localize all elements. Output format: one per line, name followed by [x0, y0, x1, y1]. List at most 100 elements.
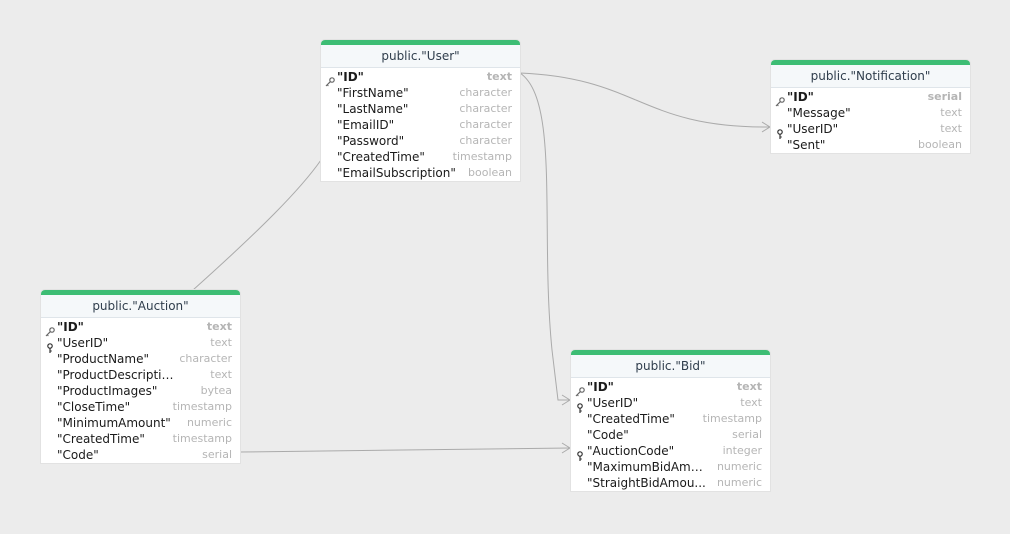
relationship-line[interactable]	[519, 72, 570, 401]
column-row[interactable]: "StraightBidAmou... numeric	[571, 475, 770, 491]
column-type: numeric	[186, 416, 232, 429]
column-type: numeric	[716, 476, 762, 489]
column-type: text	[736, 380, 762, 393]
column-type: text	[486, 70, 512, 83]
column-row[interactable]: "ID" text	[41, 319, 240, 337]
column-row[interactable]: "Code" serial	[571, 427, 770, 443]
column-name: "Sent"	[787, 138, 826, 152]
column-row[interactable]: "CloseTime"timestamp	[41, 399, 240, 415]
table-user[interactable]: public."User" "ID" text "FirstName" charact…	[321, 40, 520, 181]
column-name: "Code"	[587, 428, 629, 442]
column-row[interactable]: "ID" serial	[771, 89, 970, 107]
column-type: numeric	[716, 460, 762, 473]
foreign-key-icon	[45, 338, 55, 353]
column-type: character	[459, 134, 512, 147]
column-type: character	[179, 352, 232, 365]
column-name: "FirstName"	[337, 86, 409, 100]
column-name: "ProductName"	[57, 352, 150, 366]
relationship-line[interactable]	[239, 447, 571, 453]
column-row[interactable]: "CreatedTime"timestamp	[571, 411, 770, 427]
column-row[interactable]: "EmailSubscription"boolean	[321, 165, 520, 181]
column-name: "ID"	[787, 90, 814, 104]
column-name: "ProductImages"	[57, 384, 158, 398]
column-row[interactable]: "ProductDescription" text	[41, 367, 240, 383]
column-name: "MinimumAmount"	[57, 416, 171, 430]
table-accent-bar	[571, 350, 770, 355]
column-row[interactable]: "Password" character	[321, 133, 520, 149]
column-row[interactable]: "Code"serial	[41, 447, 240, 463]
column-type: text	[940, 106, 962, 119]
table-notification[interactable]: public."Notification" "ID" serial "Message…	[771, 60, 970, 153]
column-name: "UserID"	[787, 122, 839, 136]
column-name: "CreatedTime"	[337, 150, 425, 164]
table-title[interactable]: public."User"	[321, 45, 520, 68]
column-name: "EmailSubscription"	[337, 166, 456, 180]
column-type: character	[459, 86, 512, 99]
column-list: "ID" text "UserID" text "ProductName" charact…	[41, 318, 240, 463]
relationship-line[interactable]	[192, 159, 322, 291]
column-row[interactable]: "ID" text	[321, 69, 520, 87]
column-name: "ID"	[337, 70, 364, 84]
column-type: timestamp	[172, 400, 232, 413]
column-row[interactable]: "LastName" character	[321, 101, 520, 117]
column-row[interactable]: "CreatedTime"timestamp	[321, 149, 520, 165]
column-name: "ID"	[57, 320, 84, 334]
column-row[interactable]: "Sent" boolean	[771, 137, 970, 153]
column-name: "LastName"	[337, 102, 409, 116]
column-type: timestamp	[702, 412, 762, 425]
column-name: "StraightBidAmou...	[587, 476, 706, 490]
table-auction[interactable]: public."Auction" "ID"text"UserID"text"Pr…	[41, 290, 240, 463]
column-row[interactable]: "ProductImages"bytea	[41, 383, 240, 399]
relationship-line[interactable]	[519, 72, 771, 128]
column-type: boolean	[918, 138, 962, 151]
column-type: character	[459, 118, 512, 131]
column-row[interactable]: "CreatedTime"timestamp	[41, 431, 240, 447]
foreign-key-icon	[575, 398, 585, 413]
column-list: "ID" serial "Message" text "UserID"text"Sent…	[771, 88, 970, 153]
primary-key-icon	[575, 382, 585, 397]
table-title[interactable]: public."Notification"	[771, 65, 970, 88]
crows-foot-marker	[561, 394, 571, 406]
crows-foot-marker	[561, 442, 571, 454]
column-name: "Code"	[57, 448, 99, 462]
column-row[interactable]: "Message" text	[771, 105, 970, 121]
column-name: "UserID"	[587, 396, 639, 410]
column-list: "ID" text "UserID" text "CreatedTime"timesta…	[571, 378, 770, 491]
table-title[interactable]: public."Auction"	[41, 295, 240, 318]
column-row[interactable]: "MinimumAmount" numeric	[41, 415, 240, 431]
table-accent-bar	[41, 290, 240, 295]
column-name: "MaximumBidAmo...	[587, 460, 707, 474]
primary-key-icon	[325, 72, 335, 87]
table-bid[interactable]: public."Bid" "ID" text "UserID" text "Create…	[571, 350, 770, 491]
column-list: "ID" text "FirstName" character "LastName" ch…	[321, 68, 520, 181]
column-row[interactable]: "ProductName" character	[41, 351, 240, 367]
column-type: integer	[722, 444, 762, 457]
column-row[interactable]: "AuctionCode"integer	[571, 443, 770, 461]
column-name: "UserID"	[57, 336, 109, 350]
table-title[interactable]: public."Bid"	[571, 355, 770, 378]
column-row[interactable]: "UserID"text	[771, 121, 970, 139]
column-row[interactable]: "ID" text	[571, 379, 770, 397]
foreign-key-icon	[575, 446, 585, 461]
column-type: character	[459, 102, 512, 115]
column-type: text	[740, 396, 762, 409]
crows-foot-marker	[761, 121, 771, 133]
column-row[interactable]: "UserID" text	[41, 335, 240, 353]
column-row[interactable]: "FirstName" character	[321, 85, 520, 101]
column-type: text	[206, 320, 232, 333]
primary-key-icon	[775, 92, 785, 107]
column-row[interactable]: "EmailID"character	[321, 117, 520, 133]
column-name: "CreatedTime"	[57, 432, 145, 446]
column-name: "Message"	[787, 106, 851, 120]
column-type: serial	[732, 428, 762, 441]
column-row[interactable]: "MaximumBidAmo... numeric	[571, 459, 770, 475]
column-type: text	[210, 368, 232, 381]
column-type: text	[210, 336, 232, 349]
column-row[interactable]: "UserID" text	[571, 395, 770, 413]
column-type: serial	[927, 90, 962, 103]
column-name: "Password"	[337, 134, 405, 148]
column-name: "ProductDescription"	[57, 368, 177, 382]
foreign-key-icon	[775, 124, 785, 139]
column-name: "ID"	[587, 380, 614, 394]
